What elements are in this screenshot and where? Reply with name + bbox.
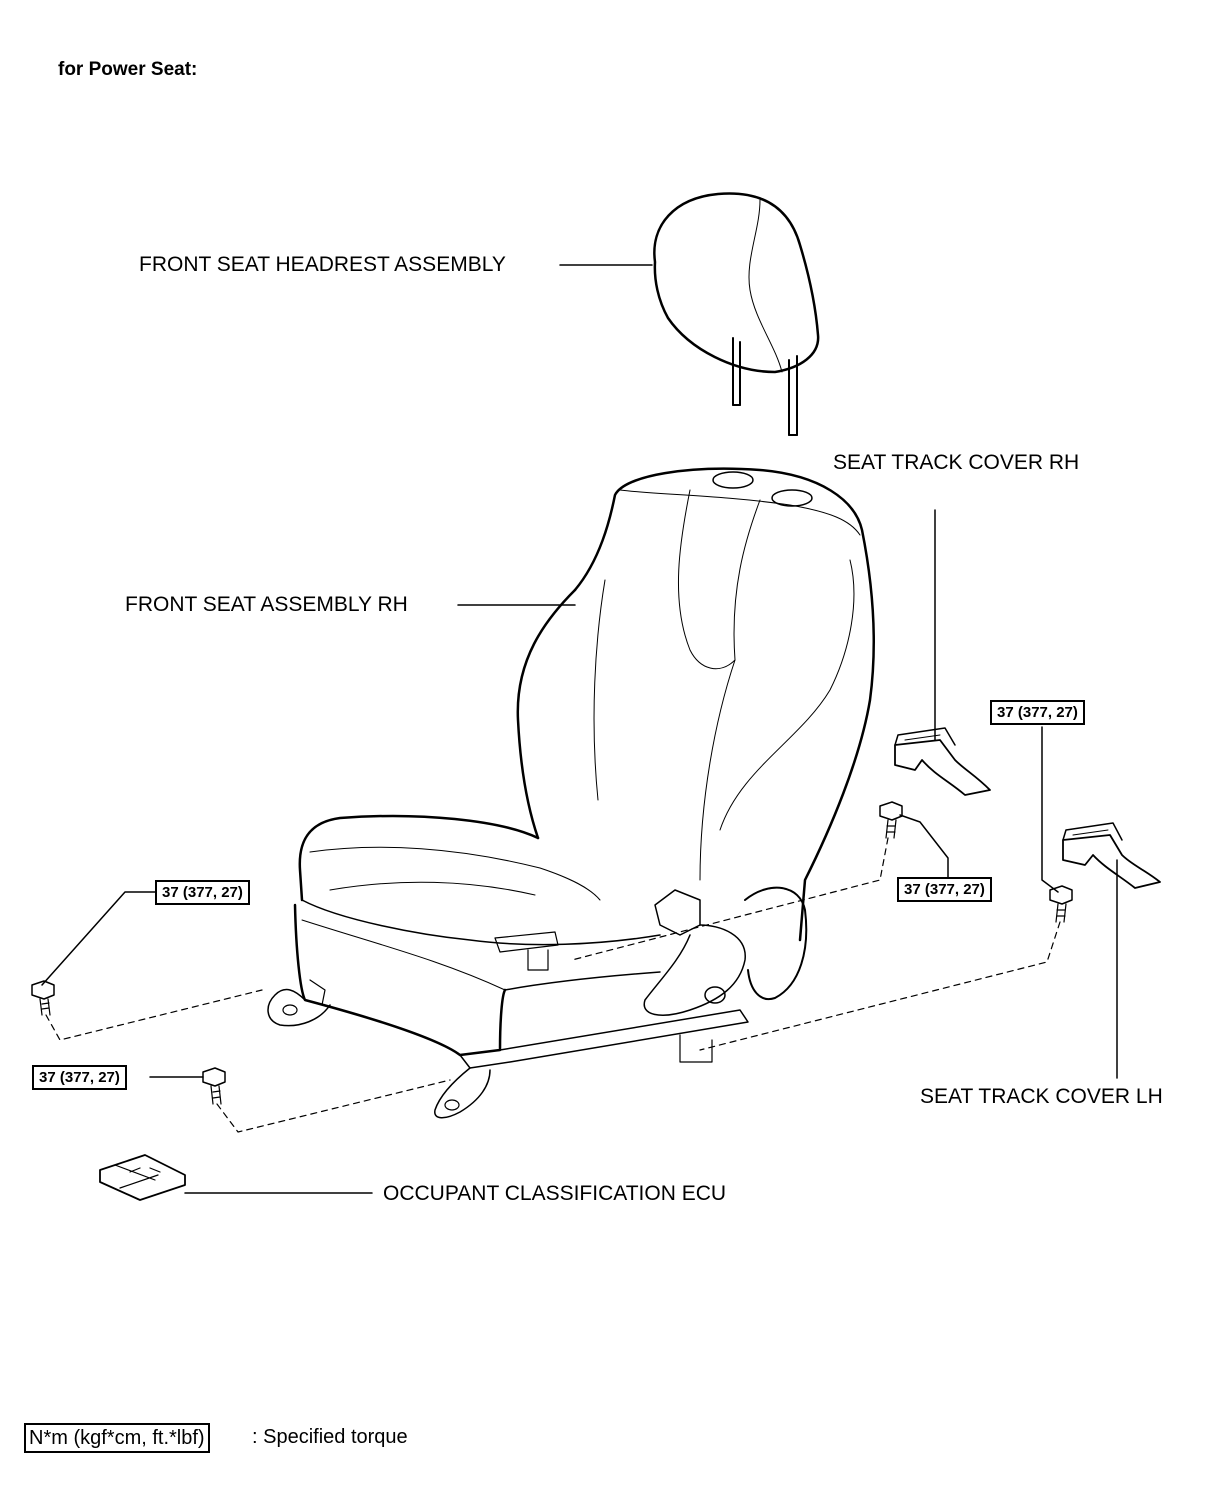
bolt-front-left bbox=[32, 981, 54, 1015]
seat-track-cover-rh-drawing bbox=[895, 728, 990, 795]
torque-box-front-right: 37 (377, 27) bbox=[897, 877, 992, 902]
label-seat-track-cover-lh: SEAT TRACK COVER LH bbox=[920, 1085, 1163, 1108]
seat-track-drawing bbox=[268, 980, 748, 1118]
seat-track-cover-lh-drawing bbox=[1063, 823, 1160, 888]
label-front-seat-assembly: FRONT SEAT ASSEMBLY RH bbox=[125, 593, 408, 616]
bolt-rear-right bbox=[1050, 886, 1072, 922]
torque-box-rear-right: 37 (377, 27) bbox=[990, 700, 1085, 725]
torque-box-front-left: 37 (377, 27) bbox=[155, 880, 250, 905]
legend-description: : Specified torque bbox=[252, 1426, 408, 1448]
label-occupant-ecu: OCCUPANT CLASSIFICATION ECU bbox=[383, 1182, 727, 1205]
torque-box-rear-left: 37 (377, 27) bbox=[32, 1065, 127, 1090]
page-heading: for Power Seat: bbox=[58, 59, 198, 80]
leader-lines bbox=[42, 265, 1117, 1193]
seat-back-drawing bbox=[518, 469, 874, 940]
bolt-front-right bbox=[880, 802, 902, 838]
ecu-drawing bbox=[100, 1155, 185, 1200]
dashed-assembly-lines bbox=[46, 838, 1060, 1132]
bolt-rear-left bbox=[203, 1068, 225, 1104]
seat-cushion-drawing bbox=[295, 816, 806, 1055]
legend-unit-box: N*m (kgf*cm, ft.*lbf) bbox=[24, 1423, 210, 1453]
label-headrest: FRONT SEAT HEADREST ASSEMBLY bbox=[139, 253, 506, 276]
label-seat-track-cover-rh: SEAT TRACK COVER RH bbox=[833, 451, 1080, 474]
headrest-drawing bbox=[654, 193, 818, 435]
